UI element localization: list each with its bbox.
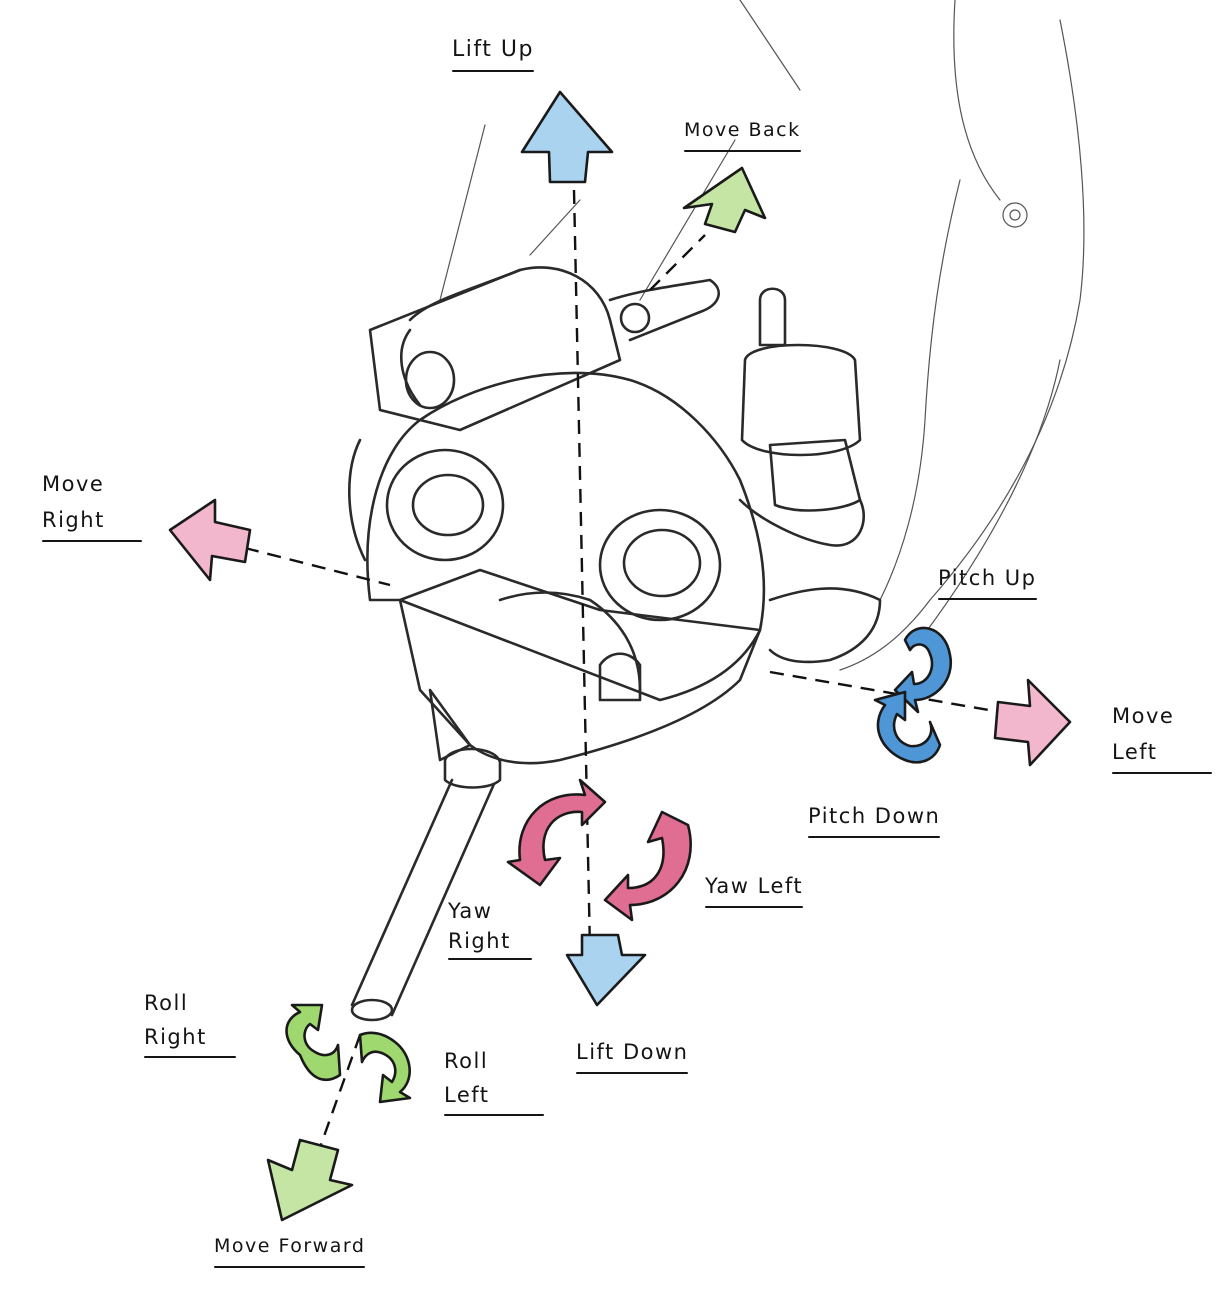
label-move-left: Move Left xyxy=(1112,698,1212,774)
yaw-curved-arrows-icon xyxy=(506,778,692,922)
axis-vertical xyxy=(572,189,592,951)
label-yaw-left: Yaw Left xyxy=(705,868,804,908)
move-back-arrow-icon xyxy=(682,166,767,234)
roll-curved-arrows-icon xyxy=(285,1003,412,1104)
label-yaw-right: Yaw Right xyxy=(448,896,532,960)
axis-back xyxy=(649,234,706,291)
label-lift-up: Lift Up xyxy=(452,32,534,72)
label-roll-right: Roll Right xyxy=(144,986,236,1058)
move-right-arrow-icon xyxy=(168,498,252,582)
axis-lateral xyxy=(244,546,1001,714)
move-left-arrow-icon xyxy=(993,678,1072,767)
pitch-curved-arrows-icon xyxy=(873,626,953,764)
label-lift-down: Lift Down xyxy=(576,1034,689,1074)
label-pitch-up: Pitch Up xyxy=(938,560,1037,600)
label-move-forward: Move Forward xyxy=(214,1228,366,1268)
lift-down-arrow-icon xyxy=(565,933,647,1007)
label-pitch-down: Pitch Down xyxy=(808,798,941,838)
lift-up-arrow-icon xyxy=(520,90,614,184)
label-move-right: Move Right xyxy=(42,466,142,542)
label-move-back: Move Back xyxy=(684,112,801,152)
controller-sketch xyxy=(348,266,882,1022)
axes xyxy=(244,189,1001,1171)
move-forward-arrow-icon xyxy=(266,1138,354,1222)
label-roll-left: Roll Left xyxy=(444,1044,544,1116)
hand-sketch xyxy=(439,0,1085,671)
